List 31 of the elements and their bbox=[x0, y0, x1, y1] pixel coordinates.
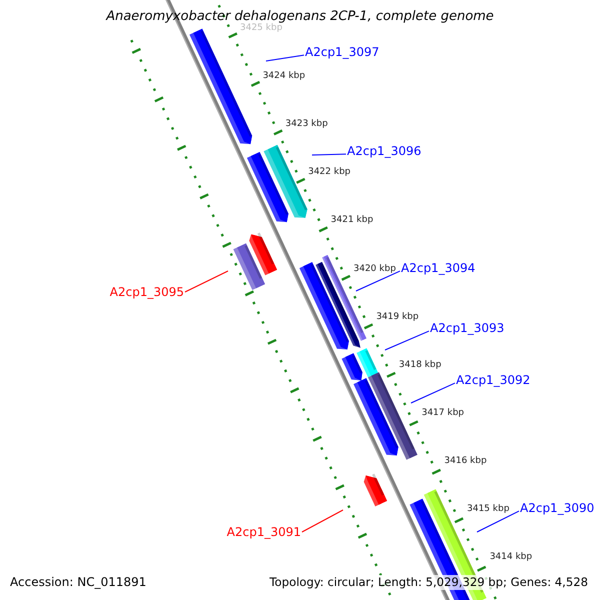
scale-label: 3420 kbp bbox=[354, 264, 396, 274]
leader-line bbox=[384, 330, 430, 350]
gene-label: A2cp1_3094 bbox=[401, 261, 476, 275]
gene-label: A2cp1_3096 bbox=[347, 144, 422, 158]
leader-line bbox=[302, 510, 344, 532]
gene-label: A2cp1_3097 bbox=[305, 45, 380, 59]
gene-label: A2cp1_3092 bbox=[456, 373, 530, 387]
genome-info-text: Topology: circular; Length: 5,029,329 bp; Genes: 4,528 bbox=[268, 575, 590, 590]
gene-label: A2cp1_3093 bbox=[430, 321, 504, 335]
gene-label: A2cp1_3090 bbox=[520, 501, 594, 515]
leader-line bbox=[476, 510, 520, 532]
gene-label: A2cp1_3095 bbox=[110, 285, 184, 299]
scale-label: 3414 kbp bbox=[490, 552, 532, 564]
leader-line bbox=[312, 154, 346, 156]
chart-title: Anaeromyxobacter dehalogenans 2CP-1, complete genome bbox=[104, 9, 495, 24]
scale-label: 3424 kbp bbox=[262, 71, 306, 82]
scale-label: 3421 kbp bbox=[330, 215, 374, 226]
scale-label: 3423 kbp bbox=[285, 119, 328, 130]
scale-label: 3417 kbp bbox=[422, 408, 464, 419]
accession-text: Accession: NC_011891 bbox=[10, 575, 146, 590]
scale-label: 3425 kbp bbox=[240, 23, 282, 34]
scale-label: 3419 kbp bbox=[376, 312, 419, 323]
scale-label: 3415 kbp bbox=[467, 504, 510, 515]
scale-label: 3418 kbp bbox=[398, 360, 442, 371]
scale-label: 3416 kbp bbox=[444, 456, 487, 467]
scale-label: 3422 kbp bbox=[308, 167, 350, 178]
leader-line bbox=[266, 54, 304, 62]
leader-line bbox=[356, 270, 400, 292]
leader-line bbox=[410, 382, 456, 404]
leader-line bbox=[184, 270, 228, 292]
gene-label: A2cp1_3091 bbox=[226, 525, 301, 539]
